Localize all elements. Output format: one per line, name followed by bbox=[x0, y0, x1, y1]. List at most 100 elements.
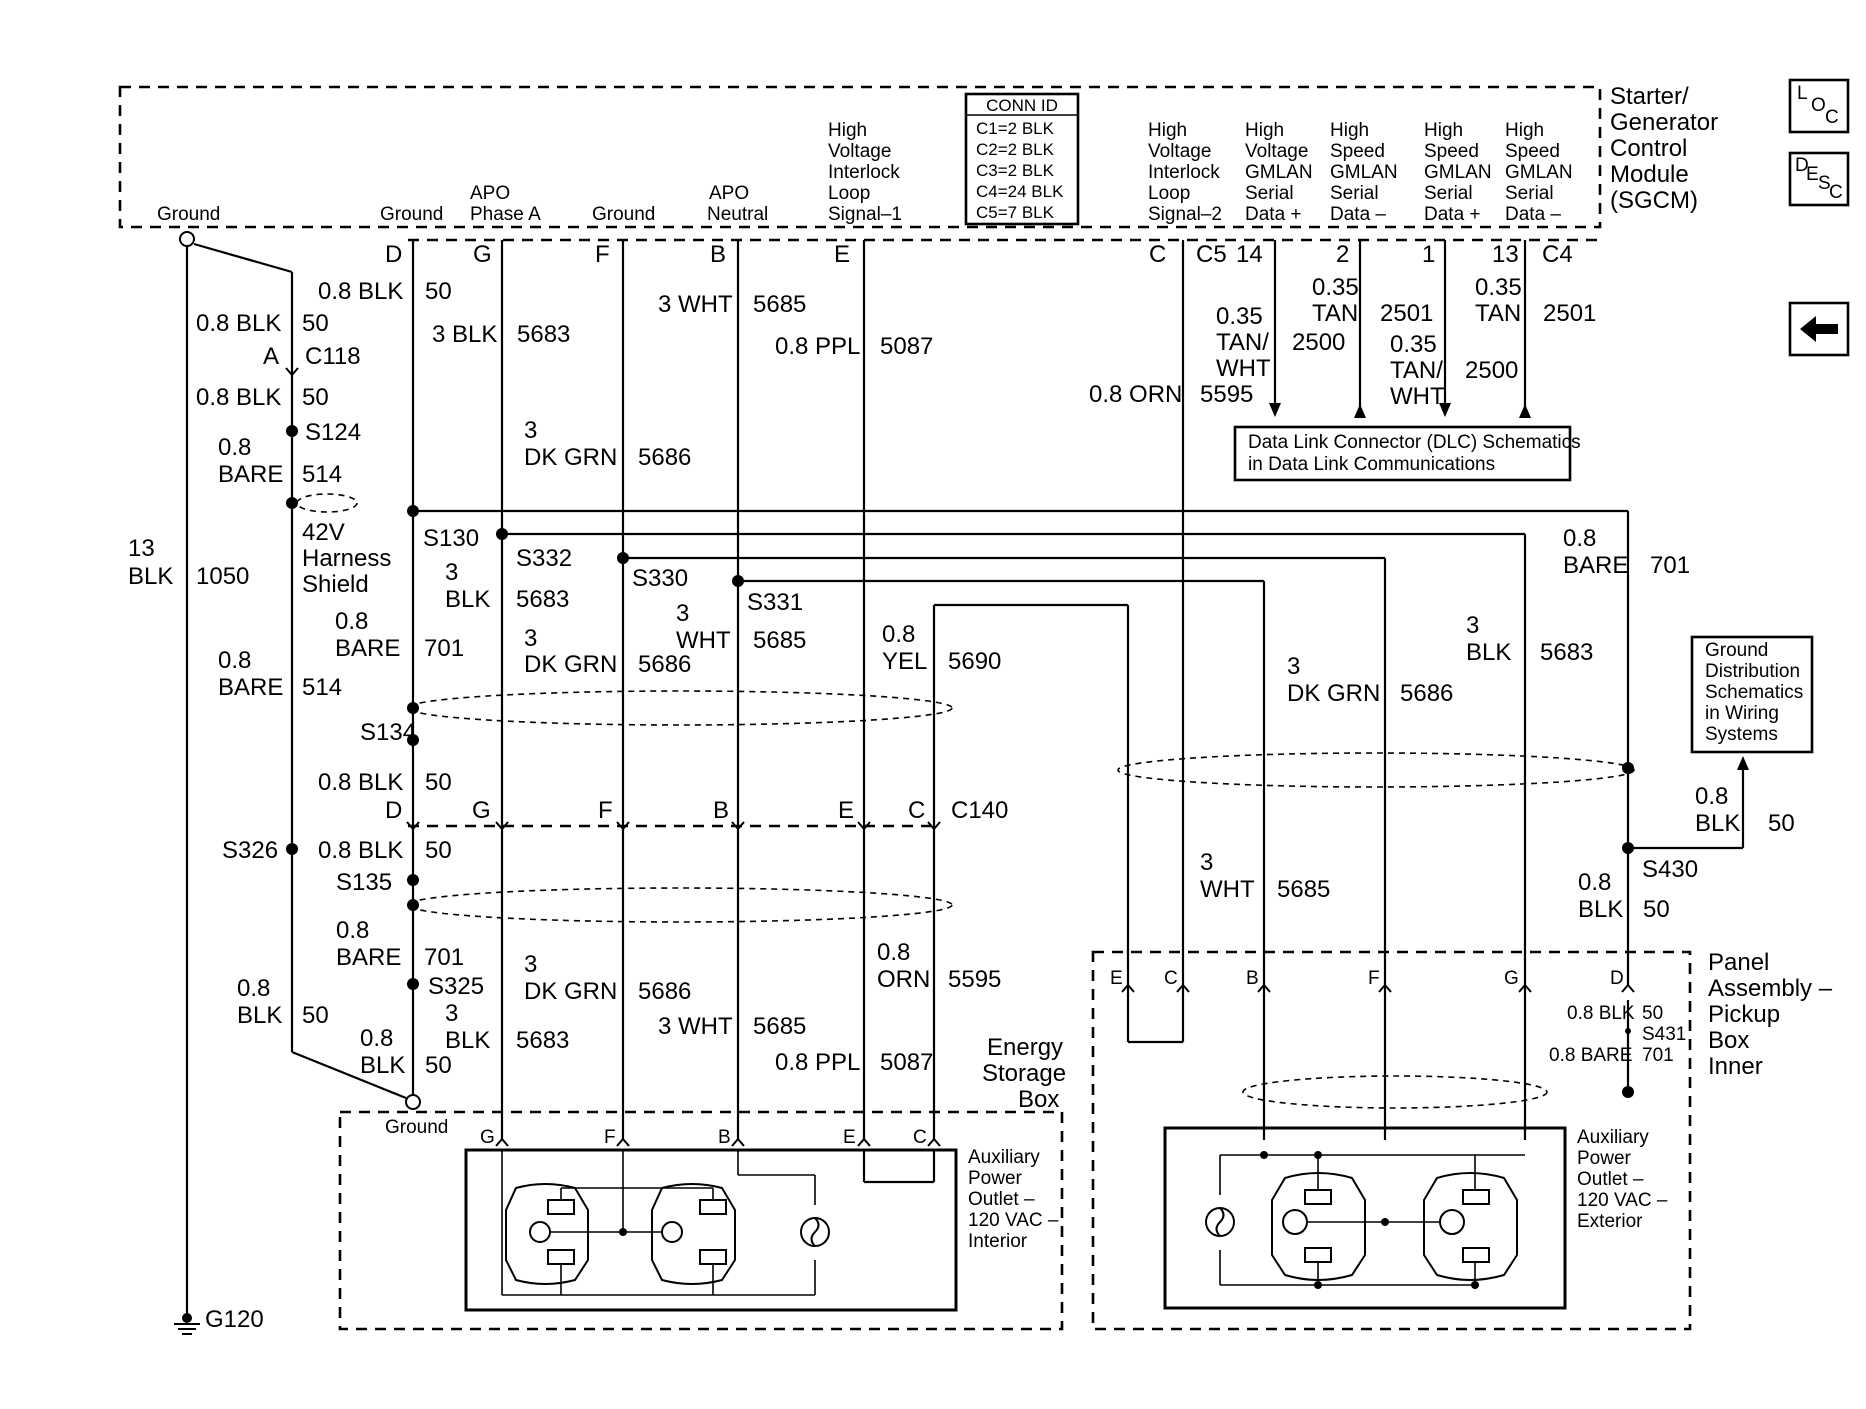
pin-letter: C bbox=[913, 1127, 927, 1148]
splice-label: S134 bbox=[360, 719, 416, 746]
pin-label-hs-gmlan-plus: Data + bbox=[1424, 204, 1481, 225]
loc-icon-letter: L bbox=[1797, 83, 1808, 104]
wire-circuit: 5690 bbox=[948, 648, 1001, 675]
wire-gauge: DK GRN bbox=[524, 444, 617, 471]
pin-label-hv-serial-plus: Data + bbox=[1245, 204, 1302, 225]
gnd-ref-line: Distribution bbox=[1705, 661, 1800, 682]
wire-gauge: BARE bbox=[218, 674, 283, 701]
box-label: Inner bbox=[1708, 1053, 1763, 1080]
wire-gauge: 0.8 ORN bbox=[1089, 381, 1182, 408]
pin-label-hvil2: Interlock bbox=[1148, 162, 1220, 183]
desc-icon[interactable]: D E S C bbox=[1788, 151, 1850, 207]
conn-id-row: C2=2 BLK bbox=[976, 140, 1055, 159]
wire-gauge: TAN bbox=[1475, 300, 1521, 327]
conn-id-row: C5=7 BLK bbox=[976, 203, 1055, 222]
conn-id-table: CONN ID C1=2 BLK C2=2 BLK C3=2 BLK C4=24… bbox=[964, 92, 1080, 226]
pin-letter: B bbox=[718, 1127, 731, 1148]
wire-gauge: DK GRN bbox=[524, 651, 617, 678]
wire-circuit: 5683 bbox=[1540, 639, 1593, 666]
wire-circuit: 5685 bbox=[753, 627, 806, 654]
wire-circuit: 701 bbox=[1642, 1045, 1674, 1066]
wire-gauge: YEL bbox=[882, 648, 927, 675]
outlet-label: Auxiliary bbox=[1577, 1127, 1649, 1148]
box-label: Pickup bbox=[1708, 1001, 1780, 1028]
wire-gauge: 0.8 bbox=[877, 939, 910, 966]
wire-gauge: 0.8 bbox=[218, 647, 251, 674]
gnd-ref-line: Schematics bbox=[1705, 682, 1803, 703]
back-arrow-icon[interactable] bbox=[1788, 301, 1850, 357]
wire-gauge: 0.8 bbox=[1695, 783, 1728, 810]
pin-label-hs-gmlan-minus: High bbox=[1505, 120, 1544, 141]
loc-icon[interactable]: L O C bbox=[1788, 78, 1850, 134]
conn-id-row: C1=2 BLK bbox=[976, 119, 1055, 138]
wire-circuit: 5683 bbox=[516, 586, 569, 613]
pin-letter: E bbox=[838, 797, 854, 824]
pin-letter: D bbox=[385, 797, 402, 824]
wire-circuit: 5683 bbox=[516, 1027, 569, 1054]
pin-label-hs-gmlan-plus: High bbox=[1424, 120, 1463, 141]
pin-label-hs-gmlan-minus: Serial bbox=[1505, 183, 1554, 204]
wire-gauge: 0.8 PPL bbox=[775, 333, 860, 360]
pin-letter: 13 bbox=[1492, 241, 1519, 268]
wire-gauge: TAN bbox=[1312, 300, 1358, 327]
module-name-line5: (SGCM) bbox=[1610, 187, 1698, 214]
pin-letter: C bbox=[908, 797, 925, 824]
wire-circuit: 50 bbox=[1768, 810, 1795, 837]
splice-label: S330 bbox=[632, 565, 688, 592]
pin-label-hvil2: High bbox=[1148, 120, 1187, 141]
wire-circuit: 5686 bbox=[638, 651, 691, 678]
pin-letter: F bbox=[604, 1127, 616, 1148]
wire-gauge: BLK bbox=[1695, 810, 1740, 837]
pin-label-ground: Ground bbox=[380, 204, 443, 225]
outlet-label: Power bbox=[968, 1168, 1023, 1189]
wire-circuit: 2500 bbox=[1292, 329, 1345, 356]
splice-label: S430 bbox=[1642, 856, 1698, 883]
wire-circuit: 5595 bbox=[1200, 381, 1253, 408]
wire-gauge: 3 bbox=[524, 625, 537, 652]
wire-gauge: 0.8 BLK bbox=[196, 310, 281, 337]
wire-gauge: 3 WHT bbox=[658, 291, 733, 318]
wire-circuit: 5685 bbox=[753, 1013, 806, 1040]
pin-label-hvil2: Loop bbox=[1148, 183, 1190, 204]
pin-label-ground: Ground bbox=[592, 204, 655, 225]
wire-gauge: 0.35 bbox=[1475, 274, 1522, 301]
wire-labels: 0.8 BLK 50 0.8 BLK 50 A C118 0.8 BLK 50 … bbox=[128, 274, 1833, 1252]
wire-gauge: 13 bbox=[128, 535, 155, 562]
wire-gauge: WHT bbox=[1216, 355, 1271, 382]
wire-gauge: 3 bbox=[1287, 653, 1300, 680]
wire-gauge: 0.8 BLK bbox=[196, 384, 281, 411]
pin-letter: 1 bbox=[1422, 241, 1435, 268]
energy-storage-box bbox=[338, 1110, 1064, 1331]
wire-gauge: BARE bbox=[218, 461, 283, 488]
pin-label-hv-serial-plus: Serial bbox=[1245, 183, 1294, 204]
wire-gauge: 3 bbox=[445, 559, 458, 586]
wire-gauge: BLK bbox=[360, 1052, 405, 1079]
pin-label-hs-serial-minus: Speed bbox=[1330, 141, 1385, 162]
pin-label-hvil1: Signal–1 bbox=[828, 204, 902, 225]
wire-gauge: 0.8 bbox=[218, 434, 251, 461]
panel-assembly-box bbox=[1091, 950, 1692, 1331]
wire-circuit: 50 bbox=[425, 837, 452, 864]
connector-chevrons bbox=[285, 367, 1635, 1147]
shields bbox=[296, 493, 1635, 1109]
desc-icon-letter: C bbox=[1829, 182, 1843, 203]
wire-circuit: 5595 bbox=[948, 966, 1001, 993]
pin-label-hv-serial-plus: Voltage bbox=[1245, 141, 1308, 162]
pin-letter: F bbox=[598, 797, 613, 824]
wire-gauge: BARE bbox=[336, 944, 401, 971]
pin-label-hvil1: Loop bbox=[828, 183, 870, 204]
wire-circuit: 50 bbox=[1643, 896, 1670, 923]
wire-circuit: 5686 bbox=[638, 444, 691, 471]
module-name-line2: Generator bbox=[1610, 109, 1718, 136]
module-name-line3: Control bbox=[1610, 135, 1687, 162]
outlet-label: Power bbox=[1577, 1148, 1632, 1169]
loc-icon-letter: C bbox=[1825, 107, 1839, 128]
loc-icon-letter: O bbox=[1811, 95, 1826, 116]
pin-letter: E bbox=[834, 241, 850, 268]
outlet-label: Auxiliary bbox=[968, 1147, 1040, 1168]
outlet-label: 120 VAC – bbox=[968, 1210, 1059, 1231]
pin-label-hvil1: High bbox=[828, 120, 867, 141]
wire-circuit: 5685 bbox=[1277, 876, 1330, 903]
pin-letter: B bbox=[713, 797, 729, 824]
wire-circuit: 50 bbox=[302, 384, 329, 411]
